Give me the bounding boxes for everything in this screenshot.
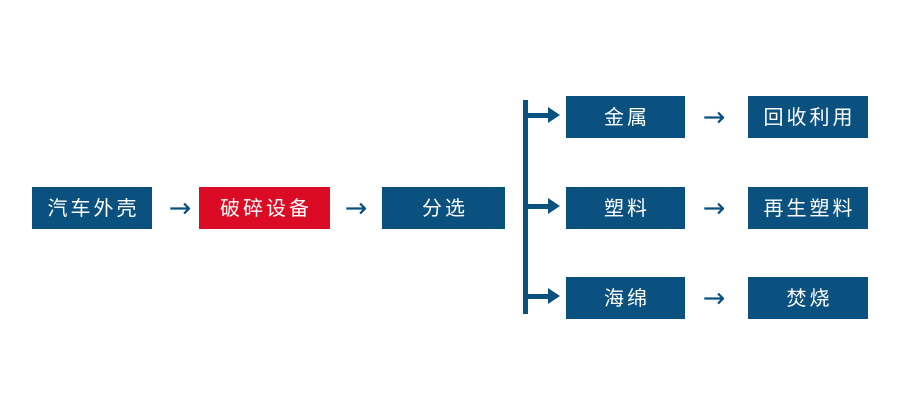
- node-material-plastic[interactable]: 塑料: [566, 187, 685, 229]
- arrow-right-icon-sponge-to-incineration: →: [702, 282, 726, 314]
- branch-stub-metal: [528, 113, 550, 118]
- node-destination-regenerated-plastic[interactable]: 再生塑料: [748, 187, 868, 229]
- branch-arrowhead-sponge: [548, 288, 560, 304]
- branch-arrowhead-plastic: [548, 198, 560, 214]
- arrow-right-icon-plastic-to-regenerated: →: [702, 192, 726, 224]
- node-sorting[interactable]: 分选: [382, 187, 505, 229]
- arrow-right-icon-crusher-to-sorting: →: [344, 192, 368, 224]
- node-destination-incineration[interactable]: 焚烧: [748, 277, 868, 319]
- branch-stub-plastic: [528, 204, 550, 209]
- node-destination-recycle-reuse[interactable]: 回收利用: [748, 96, 868, 138]
- branch-spine-line: [523, 100, 528, 314]
- node-car-shell[interactable]: 汽车外壳: [32, 187, 152, 229]
- branch-stub-sponge: [528, 294, 550, 299]
- arrow-right-icon-shell-to-crusher: →: [168, 192, 192, 224]
- arrow-right-icon-metal-to-recycle: →: [702, 101, 726, 133]
- node-crushing-equipment[interactable]: 破碎设备: [199, 187, 330, 229]
- node-material-metal[interactable]: 金属: [566, 96, 685, 138]
- branch-arrowhead-metal: [548, 107, 560, 123]
- node-material-sponge[interactable]: 海绵: [566, 277, 685, 319]
